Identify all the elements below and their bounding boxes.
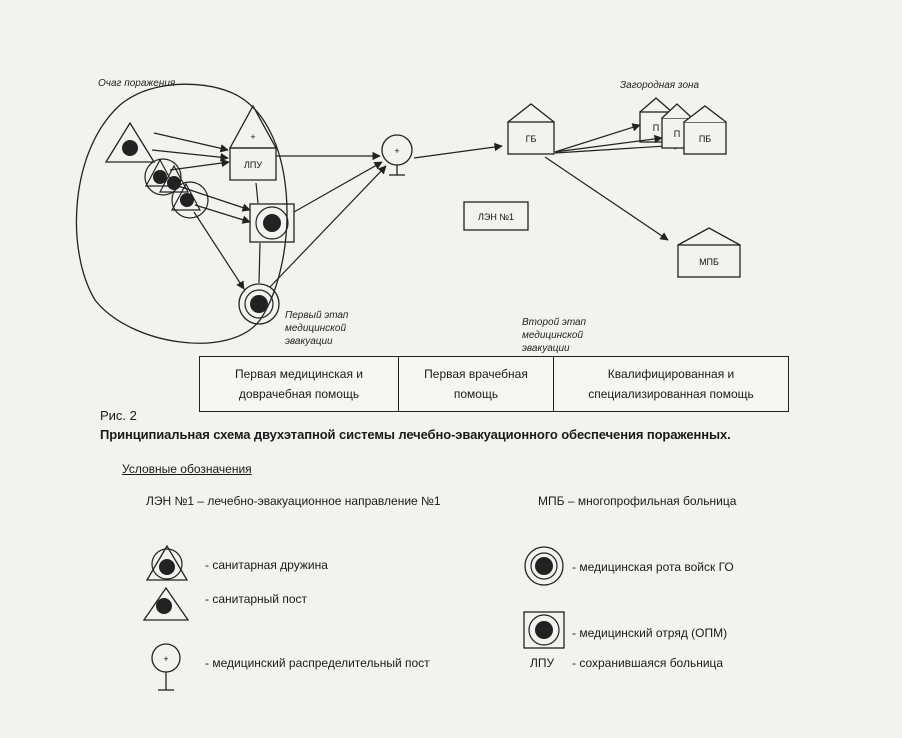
legend-lpu-symbol: ЛПУ — [530, 656, 555, 670]
len-box: ЛЭН №1 — [463, 201, 529, 231]
svg-text:эвакуации: эвакуации — [522, 343, 570, 354]
legend-medical-company: - медицинская рота войск ГО — [572, 560, 734, 574]
pb2-label: П — [674, 129, 680, 139]
pb-house-3: ПБ — [683, 105, 727, 155]
care-level-first-aid: Первая медицинская и доврачебная помощь — [200, 357, 399, 411]
legend-sanitary-squad: - санитарная дружина — [205, 558, 328, 572]
second-stage-label: Второй этап медицинской эвакуации — [522, 317, 586, 354]
legend-sanitary-post-icon — [142, 586, 190, 621]
evacuation-arrows — [151, 123, 683, 290]
lpu-house: + ЛПУ — [228, 104, 278, 181]
svg-text:эвакуации: эвакуации — [285, 336, 333, 347]
medical-company-icon — [238, 283, 280, 325]
lpu-plus-sign: + — [250, 132, 255, 142]
len-definition: ЛЭН №1 – лечебно-эвакуационное направлен… — [146, 494, 441, 508]
mpb-house: МПБ — [677, 227, 741, 278]
legend-lpu-definition: - сохранившаяся больница — [572, 656, 724, 670]
first-stage-label: Первый этап медицинской эвакуации — [285, 310, 349, 347]
svg-text:Первый этап: Первый этап — [285, 310, 349, 321]
distribution-post-icon: + — [381, 134, 413, 176]
svg-text:медицинской: медицинской — [285, 323, 346, 334]
lpu-label: ЛПУ — [244, 160, 262, 170]
distribution-post-plus: + — [394, 146, 399, 156]
lesion-focus-boundary — [75, 83, 288, 344]
care-level-first-doctor: Первая врачебная помощь — [399, 357, 554, 411]
legend-medical-detachment: - медицинский отряд (ОПМ) — [572, 626, 728, 640]
suburban-zone-label: Загородная зона — [620, 80, 700, 91]
legend-medical-company-icon — [524, 546, 564, 586]
len-label: ЛЭН №1 — [478, 212, 514, 222]
gb-label: ГБ — [526, 134, 537, 144]
care-levels-table: Первая медицинская и доврачебная помощь … — [199, 356, 789, 412]
legend-distribution-post: - медицинский распределительный пост — [205, 656, 430, 670]
figure-label: Рис. 2 — [100, 408, 137, 423]
svg-text:Второй этап: Второй этап — [522, 317, 586, 328]
mpb-label: МПБ — [699, 257, 719, 267]
sanitary-squad-icon — [104, 121, 156, 163]
care-level-qualified: Квалифицированная и специализированная п… — [588, 367, 754, 401]
gb-house: ГБ — [507, 103, 555, 155]
pb1-label: П — [653, 123, 659, 133]
legend-distribution-post-icon: + — [151, 643, 181, 691]
figure-caption: Принципиальная схема двухэтапной системы… — [100, 427, 731, 442]
legend-sanitary-post: - санитарный пост — [205, 592, 307, 606]
legend-title: Условные обозначения — [122, 462, 252, 476]
mpb-definition: МПБ – многопрофильная больница — [538, 494, 737, 508]
pb3-label: ПБ — [699, 134, 711, 144]
lesion-focus-label: Очаг поражения — [98, 78, 176, 89]
sanitary-post-cluster — [144, 158, 209, 219]
legend-medical-detachment-icon — [523, 611, 565, 649]
svg-text:медицинской: медицинской — [522, 330, 583, 341]
svg-text:+: + — [163, 654, 168, 664]
legend-sanitary-squad-icon — [145, 544, 189, 581]
